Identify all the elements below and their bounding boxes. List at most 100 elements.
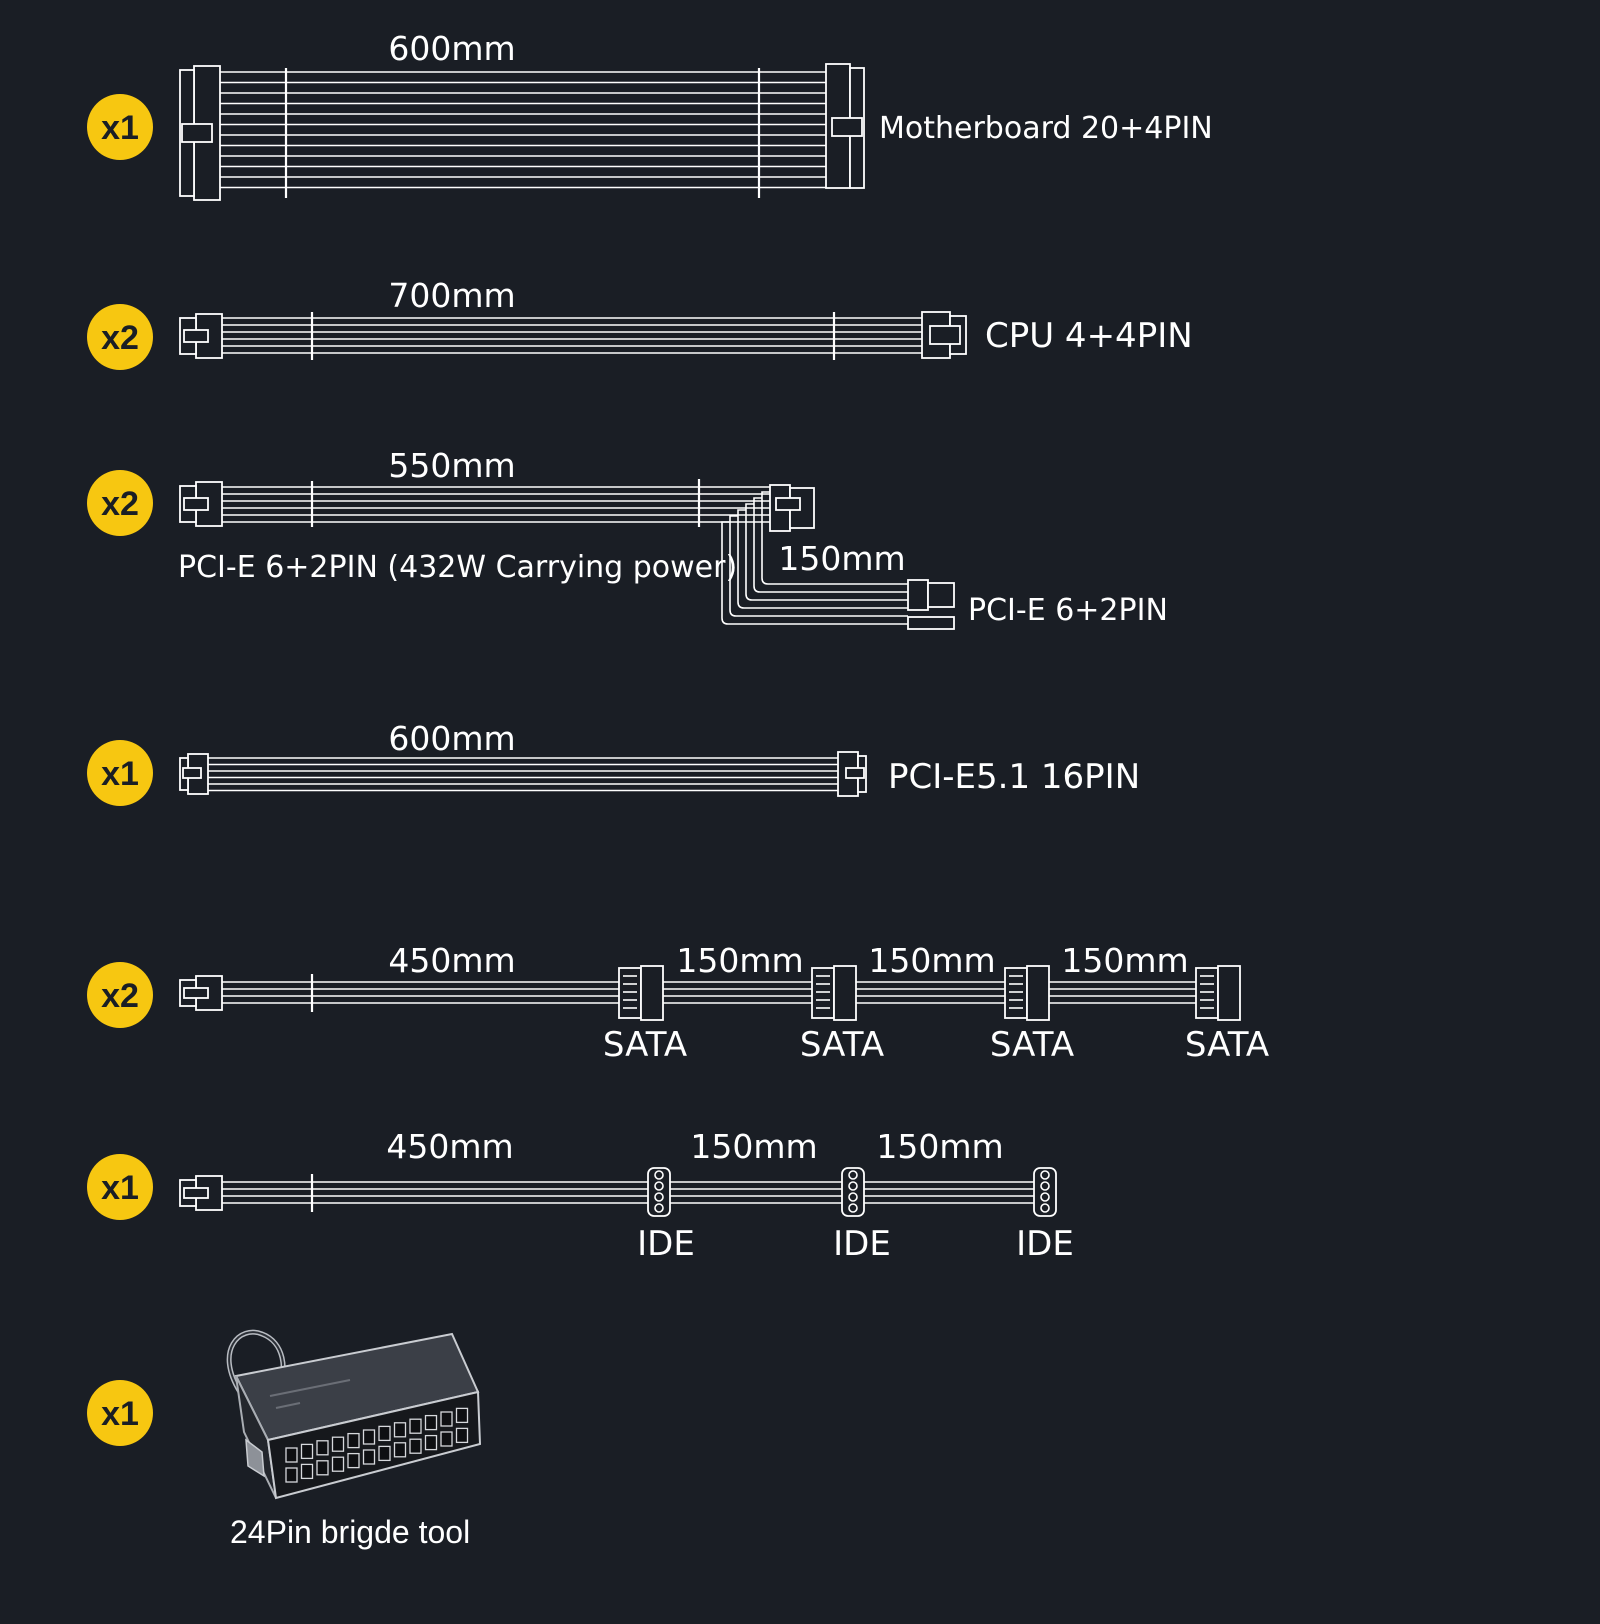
quantity-badge [87, 740, 153, 806]
segment-length-label: 150mm [676, 941, 803, 980]
bridge-pin [424, 1434, 438, 1451]
connector-label-sata: SATA [1185, 1025, 1269, 1065]
ide-pin [1040, 1181, 1050, 1191]
quantity-badge-text: x2 [101, 319, 139, 357]
bridge-pin [362, 1449, 376, 1465]
ide-connector-icon [647, 1167, 671, 1217]
ide-pin [654, 1170, 664, 1180]
segment-length-label: 450mm [386, 1127, 513, 1166]
quantity-badge [87, 962, 153, 1028]
bridge-pin [316, 1440, 329, 1456]
cpu-cable-icon [179, 311, 967, 360]
ide-pin [654, 1192, 664, 1202]
row-pcie-8pin-cable: x2 550mm PCI-E 6+2PIN (432W Carrying pow… [87, 446, 1168, 630]
branch-wire [761, 491, 908, 585]
ide-pin [654, 1203, 664, 1213]
quantity-badge [87, 94, 153, 160]
segment-length-label: 450mm [388, 941, 515, 980]
bridge-pin [378, 1445, 391, 1462]
quantity-badge-text: x1 [101, 1169, 139, 1207]
bridge-pin [378, 1425, 391, 1442]
quantity-badge-text: x2 [101, 977, 139, 1015]
cable-type-label: Motherboard 20+4PIN [879, 111, 1213, 146]
cable-length-label: 550mm [388, 446, 515, 485]
sata-connector-icon [1217, 965, 1241, 1021]
quantity-badge [87, 470, 153, 536]
quantity-badge-text: x1 [101, 1395, 139, 1433]
cable-type-label: PCI-E 6+2PIN (432W Carrying power) [178, 550, 737, 585]
segment-length-label: 150mm [1061, 941, 1188, 980]
ide-pin [1040, 1192, 1050, 1202]
bridge-pin [300, 1443, 314, 1460]
ide-pin [848, 1192, 858, 1202]
bridge-pin [347, 1432, 360, 1449]
segment-length-label: 150mm [868, 941, 995, 980]
branch-type-label: PCI-E 6+2PIN [968, 593, 1168, 628]
ide-pin [1040, 1170, 1050, 1180]
connector-label-ide: IDE [833, 1224, 891, 1264]
sata-cable-icon [179, 965, 1241, 1021]
ide-pin [848, 1181, 858, 1191]
connector-label-sata: SATA [800, 1025, 884, 1065]
quantity-badge-text: x1 [101, 109, 139, 147]
bridge-pin [440, 1411, 453, 1427]
row-pcie-16pin-cable: x1 600mm PCI-E5.1 16PIN [87, 719, 1140, 806]
motherboard-cable-icon [179, 63, 865, 201]
bridge-pin [409, 1438, 422, 1454]
bridge-pin [393, 1422, 407, 1438]
bridge-pin [455, 1427, 469, 1444]
sata-connector-icon [833, 965, 857, 1021]
connector-label-sata: SATA [603, 1025, 687, 1065]
row-ide-cable: x1 450mm 150mm 150mm IDE IDE IDE [87, 1127, 1074, 1264]
quantity-badge-text: x2 [101, 485, 139, 523]
bridge-pin [440, 1431, 453, 1447]
branch-wire [721, 521, 908, 625]
cable-length-label: 600mm [388, 719, 515, 758]
pcie-16pin-cable-icon [179, 751, 867, 797]
bridge-pin [300, 1463, 314, 1480]
connector-label-sata: SATA [990, 1025, 1074, 1065]
pcie-8pin-cable-icon [179, 479, 955, 630]
row-cpu-cable: x2 700mm CPU 4+4PIN [87, 276, 1193, 370]
quantity-badge [87, 1380, 153, 1446]
cable-length-label: 700mm [388, 276, 515, 315]
tool-label: 24Pin brigde tool [230, 1514, 470, 1550]
segment-length-label: 150mm [690, 1127, 817, 1166]
bridge-pin [455, 1407, 469, 1424]
branch-wire [745, 503, 908, 601]
branch-length-label: 150mm [778, 539, 905, 578]
ide-connector-icon [841, 1167, 865, 1217]
bridge-pin [393, 1442, 407, 1458]
cable-type-label: PCI-E5.1 16PIN [888, 757, 1140, 797]
connector-label-ide: IDE [637, 1224, 695, 1264]
branch-wire [753, 497, 908, 593]
row-sata-cable: x2 450mm 150mm 150mm 150mm SATA SATA SAT… [87, 941, 1269, 1065]
row-bridge-tool: x1 24Pin brigde tool [87, 1329, 482, 1550]
bridge-pin [331, 1456, 345, 1472]
row-motherboard-cable: x1 600mm Motherboard 20+4PIN [87, 29, 1213, 201]
connector-label-ide: IDE [1016, 1224, 1074, 1264]
branch-wire [737, 509, 908, 609]
ide-pin [848, 1203, 858, 1213]
segment-length-label: 150mm [876, 1127, 1003, 1166]
bridge-pin [424, 1414, 438, 1431]
sata-connector-icon [640, 965, 664, 1021]
cable-type-label: CPU 4+4PIN [985, 316, 1193, 356]
quantity-badge [87, 1154, 153, 1220]
cable-length-label: 600mm [388, 29, 515, 68]
ide-pin [848, 1170, 858, 1180]
bridge-pin [316, 1460, 329, 1476]
24pin-bridge-tool-icon [226, 1329, 482, 1500]
bridge-pin [362, 1429, 376, 1445]
bridge-pin [331, 1436, 345, 1452]
bridge-pin [285, 1467, 298, 1483]
ide-connector-icon [1033, 1167, 1057, 1217]
ide-pin [654, 1181, 664, 1191]
bridge-pin [409, 1418, 422, 1434]
ide-cable-icon [179, 1167, 1057, 1217]
quantity-badge-text: x1 [101, 755, 139, 793]
ide-pin [1040, 1203, 1050, 1213]
sata-connector-icon [1026, 965, 1050, 1021]
